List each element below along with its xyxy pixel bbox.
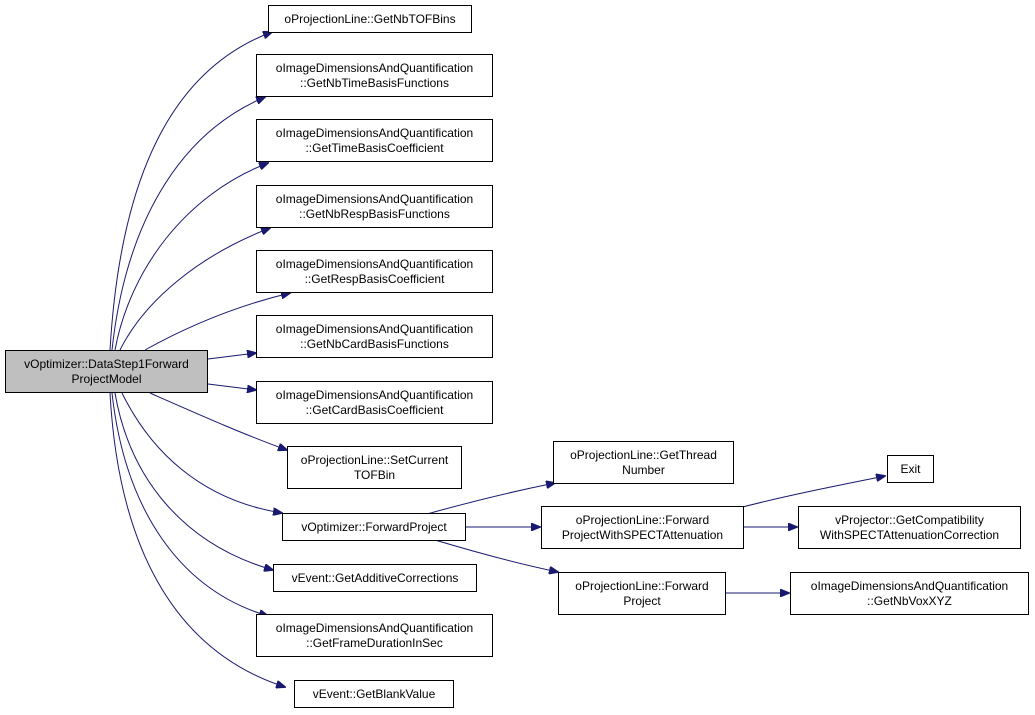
edge-root-to-get-nb-tof-bins [109, 32, 272, 351]
node-label: vEvent::GetAdditiveCorrections [291, 570, 459, 585]
node-label: ProjectModel [71, 371, 142, 386]
edge-forward-project-to-forward-project-line [434, 539, 558, 572]
node-get-compatibility-with-spect-attenuation-correction[interactable]: vProjector::GetCompatibility WithSPECTAt… [798, 506, 1021, 549]
node-label: oProjectionLine::GetNbTOFBins [284, 11, 456, 26]
node-label: ::GetNbRespBasisFunctions [299, 206, 450, 221]
node-label: oImageDimensionsAndQuantification [275, 620, 474, 635]
node-get-resp-basis-coefficient[interactable]: oImageDimensionsAndQuantification ::GetR… [256, 250, 493, 293]
node-label: oProjectionLine::Forward [575, 578, 709, 593]
node-label: Exit [900, 461, 921, 476]
node-label: ::GetTimeBasisCoefficient [305, 140, 444, 155]
node-label: oImageDimensionsAndQuantification [275, 60, 474, 75]
edge-root-to-get-nb-resp-basis-functions [119, 228, 270, 351]
node-label: oImageDimensionsAndQuantification [275, 191, 474, 206]
node-label: oImageDimensionsAndQuantification [810, 578, 1009, 593]
node-label: Number [622, 462, 665, 477]
node-get-thread-number[interactable]: oProjectionLine::GetThread Number [553, 441, 734, 484]
node-label: TOFBin [353, 467, 396, 482]
edge-root-to-get-card-basis-coefficient [207, 383, 256, 390]
edge-root-to-set-current-tof-bin [149, 392, 287, 450]
node-label: ::GetRespBasisCoefficient [304, 271, 445, 286]
node-label: oImageDimensionsAndQuantification [275, 125, 474, 140]
node-label: vOptimizer::ForwardProject [301, 519, 447, 534]
node-get-nb-time-basis-functions[interactable]: oImageDimensionsAndQuantification ::GetN… [256, 54, 493, 97]
edge-spect-to-exit [734, 476, 885, 510]
edge-root-to-get-additive-corrections [114, 392, 273, 570]
node-get-nb-card-basis-functions[interactable]: oImageDimensionsAndQuantification ::GetN… [256, 315, 493, 358]
edge-root-to-get-blank-value [109, 392, 285, 687]
node-forward-project-line[interactable]: oProjectionLine::Forward Project [558, 572, 726, 615]
node-forward-project-optimizer[interactable]: vOptimizer::ForwardProject [282, 513, 466, 541]
node-label: oProjectionLine::Forward [575, 512, 710, 527]
edge-root-to-get-resp-basis-coefficient [144, 293, 290, 351]
node-label: ::GetCardBasisCoefficient [305, 402, 444, 417]
node-get-frame-duration-in-sec[interactable]: oImageDimensionsAndQuantification ::GetF… [256, 614, 493, 657]
edge-root-to-get-nb-time-basis-functions [111, 97, 265, 351]
node-label: ::GetNbTimeBasisFunctions [300, 75, 449, 90]
edge-root-to-get-nb-card-basis-functions [207, 353, 256, 360]
node-get-additive-corrections[interactable]: vEvent::GetAdditiveCorrections [273, 564, 477, 592]
node-label: WithSPECTAttenuationCorrection [819, 527, 1000, 542]
node-label: oImageDimensionsAndQuantification [275, 256, 474, 271]
edge-root-to-forward-project-optimizer [121, 392, 282, 513]
node-label: ::GetFrameDurationInSec [306, 635, 443, 650]
node-get-nb-vox-xyz[interactable]: oImageDimensionsAndQuantification ::GetN… [790, 572, 1029, 615]
node-label: vOptimizer::DataStep1Forward [24, 356, 189, 371]
node-get-card-basis-coefficient[interactable]: oImageDimensionsAndQuantification ::GetC… [256, 381, 493, 424]
node-label: Project [623, 593, 661, 608]
node-get-nb-tof-bins[interactable]: oProjectionLine::GetNbTOFBins [268, 5, 472, 33]
node-label: oProjectionLine::SetCurrent [300, 452, 449, 467]
node-get-nb-resp-basis-functions[interactable]: oImageDimensionsAndQuantification ::GetN… [256, 185, 493, 228]
edge-root-to-get-time-basis-coefficient [114, 163, 268, 351]
edge-forward-project-to-get-thread-number [426, 483, 555, 515]
node-label: vEvent::GetBlankValue [312, 686, 436, 701]
node-exit[interactable]: Exit [887, 455, 934, 483]
node-label: ProjectWithSPECTAttenuation [561, 527, 724, 542]
node-get-blank-value[interactable]: vEvent::GetBlankValue [294, 680, 454, 708]
node-label: ::GetNbVoxXYZ [867, 593, 952, 608]
node-label: oImageDimensionsAndQuantification [275, 321, 474, 336]
node-label: ::GetNbCardBasisFunctions [300, 336, 449, 351]
node-label: oImageDimensionsAndQuantification [275, 387, 474, 402]
node-set-current-tof-bin[interactable]: oProjectionLine::SetCurrent TOFBin [287, 446, 462, 489]
node-label: oProjectionLine::GetThread [570, 447, 717, 462]
node-get-time-basis-coefficient[interactable]: oImageDimensionsAndQuantification ::GetT… [256, 119, 493, 162]
node-root-data-step1-forward-project-model: vOptimizer::DataStep1Forward ProjectMode… [5, 350, 208, 393]
node-label: vProjector::GetCompatibility [835, 512, 984, 527]
edge-root-to-get-frame-duration-in-sec [111, 392, 268, 616]
node-forward-project-with-spect-attenuation[interactable]: oProjectionLine::Forward ProjectWithSPEC… [541, 506, 744, 549]
